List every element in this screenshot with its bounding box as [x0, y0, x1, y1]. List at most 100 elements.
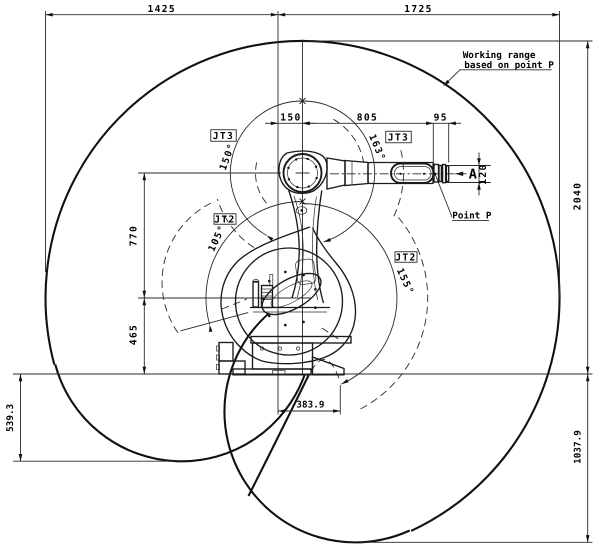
- label-jt3-left-text: JT3: [213, 131, 234, 142]
- label-jt3-left: JT3: [210, 129, 237, 142]
- dim-text-465: 465: [129, 324, 140, 345]
- tube-dot: [399, 172, 402, 175]
- dim-arrow: [477, 158, 481, 166]
- jt3-arc-arrow-163: [323, 238, 331, 242]
- envelope-bottom-right-arc: [223, 312, 411, 544]
- label-jt3-right: JT3: [385, 130, 412, 143]
- base-dashed-detail-left: [221, 298, 248, 310]
- dim-text-120: 120: [478, 163, 489, 184]
- robot-elbow-bearing-inner: [287, 157, 318, 189]
- bolt-dot: [315, 176, 318, 180]
- envelope-inner-fold-arc: [247, 373, 310, 497]
- dim-text-770: 770: [129, 225, 140, 246]
- robot-turret-outline: [220, 226, 357, 365]
- cusp-dashed-arc: [310, 359, 341, 383]
- dim-arrow: [270, 12, 278, 17]
- dim-arrow: [270, 121, 278, 126]
- robot-flange-bar2: [441, 163, 447, 184]
- box-bolt: [296, 346, 300, 351]
- jt3-locus-dashed-right: [392, 150, 404, 220]
- dim-text-383.9: 383.9: [296, 400, 324, 411]
- dim-text-805: 805: [357, 112, 378, 123]
- bolt-dot: [287, 178, 291, 181]
- dim-text-150: 150: [280, 112, 301, 123]
- leader-point-p: [435, 175, 453, 218]
- label-jt3-left-box: [210, 129, 237, 142]
- dim-arrow: [552, 12, 560, 17]
- dim-arrow: [142, 298, 147, 306]
- jt3-housing-dashed-left: [255, 160, 267, 204]
- bracket-bolt: [216, 364, 220, 370]
- envelope-bottom-left-arc: [54, 364, 306, 463]
- bolt-dot: [302, 320, 305, 324]
- dim-arrow: [585, 366, 590, 374]
- robot-flange-bar1: [438, 164, 443, 183]
- bolt-dot: [307, 185, 310, 188]
- jt3-locus-dashed-left: [216, 198, 255, 248]
- dim-arrow: [142, 366, 147, 374]
- label-jt2-right-text: JT2: [395, 252, 416, 263]
- dim-arrow: [426, 121, 434, 126]
- jt2-locus-dashed-right: [357, 217, 429, 411]
- robot-j2-housing-circle: [234, 247, 344, 356]
- dim-arrow: [278, 409, 286, 413]
- note-working-range-line1: Working range: [463, 50, 536, 61]
- label-jt2-right-box: [394, 251, 418, 263]
- dim-arrow: [477, 182, 481, 190]
- base-lug: [272, 370, 286, 376]
- label-jt2-right: JT2: [394, 251, 418, 263]
- dim-arrow: [18, 454, 23, 462]
- dim-arrow: [448, 121, 456, 126]
- motor-pin: [269, 274, 274, 286]
- bracket-bolt: [216, 345, 220, 352]
- label-jt2-left: JT2: [213, 213, 237, 225]
- base-wedge: [311, 356, 345, 376]
- robot-cable-eye-dot: [300, 209, 303, 212]
- robot-kidney-inner: [270, 280, 313, 308]
- base-dashed-detail-right: [321, 327, 341, 341]
- dim-arrow: [302, 121, 310, 126]
- dim-arrow: [585, 374, 590, 382]
- robot-lower-arm-right-edge: [316, 190, 325, 304]
- jt2-arc-arrow-105: [209, 324, 213, 332]
- base-bracket-lower: [218, 360, 246, 375]
- robot-manipulator: [216, 150, 450, 376]
- dim-arrow: [142, 173, 147, 181]
- motor-cylinder: [252, 280, 260, 308]
- base-plate: [232, 368, 312, 376]
- bolt-dot: [268, 279, 271, 283]
- box-bolt: [278, 346, 282, 351]
- dim-text-1037.9: 1037.9: [573, 430, 584, 464]
- label-point-p: Point P: [452, 210, 492, 221]
- jt2-range-arc-155: [302, 203, 398, 385]
- bolt-dot: [296, 185, 299, 189]
- robot-lower-arm-inner-left: [293, 195, 304, 298]
- dim-text-1425: 1425: [148, 4, 177, 15]
- dim-arrow: [585, 535, 590, 543]
- bracket-bolt: [216, 354, 220, 361]
- robot-lower-arm-inner-right: [312, 196, 319, 301]
- robot-elbow-bearing-outer: [282, 153, 323, 193]
- jt3-housing-dashed-right: [333, 118, 365, 163]
- dim-arrow: [18, 374, 23, 382]
- note-working-range-line2: based on point P: [464, 60, 554, 71]
- robot-cable-eye: [295, 206, 308, 215]
- motor-cap: [252, 279, 259, 283]
- robot-elbow-housing: [278, 150, 328, 195]
- label-jt2-left-text: JT2: [214, 214, 235, 225]
- motor-block: [260, 284, 274, 309]
- dim-arrow: [142, 290, 147, 298]
- envelope-outer-arc: [44, 39, 561, 532]
- dim-arrow: [45, 12, 53, 17]
- section-a-arrow: [455, 171, 464, 176]
- dim-arrow: [585, 41, 590, 49]
- dim-text-1725: 1725: [404, 4, 433, 15]
- robot-elbow-center-cross: [295, 166, 310, 180]
- label-section-a: A: [469, 166, 477, 182]
- robot-arm-panel: [295, 258, 317, 285]
- tube-dot: [422, 172, 426, 175]
- bolt-dot: [295, 158, 298, 161]
- robot-arm-panel-group: [295, 258, 317, 285]
- label-jt3-right-text: JT3: [388, 132, 409, 143]
